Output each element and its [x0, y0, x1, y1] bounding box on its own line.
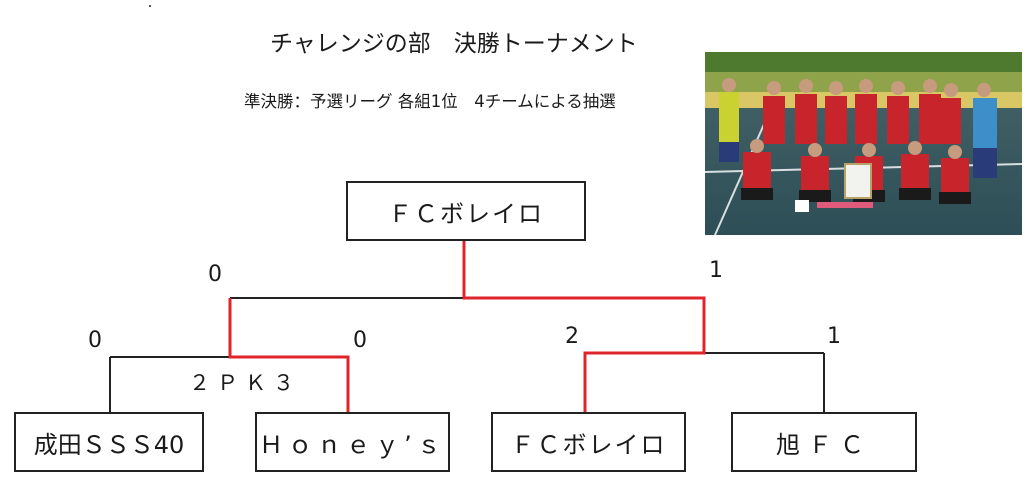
winner-path-final: [462, 241, 706, 412]
team-photo: [705, 52, 1022, 235]
semi-score-team4: 1: [827, 324, 841, 349]
team-box-honeys: Ｈｏｎｅｙ’ｓ: [255, 412, 450, 472]
semi-score-team2: 0: [353, 328, 367, 353]
final-score-right: 1: [709, 258, 723, 283]
pk-result: ２ＰＫ３: [189, 371, 301, 395]
team-box-asahi-fc: 旭ＦＣ: [731, 412, 917, 472]
semi-score-team1: 0: [88, 328, 102, 353]
semi-score-team3: 2: [565, 324, 579, 349]
team-box-fc-voleiro: ＦＣボレイロ: [491, 412, 686, 472]
winner-path-semi-left: [228, 298, 350, 412]
page-subtitle: 準決勝：予選リーグ 各組1位 4チームによる抽選: [244, 92, 616, 111]
page-title: チャレンジの部 決勝トーナメント: [270, 31, 638, 57]
final-score-left: 0: [208, 262, 222, 287]
team-photo-image: [705, 52, 1022, 235]
speck: [149, 5, 151, 7]
champion-box: ＦＣボレイロ: [346, 181, 586, 241]
team-box-narita: 成田ＳＳＳ40: [14, 412, 204, 472]
